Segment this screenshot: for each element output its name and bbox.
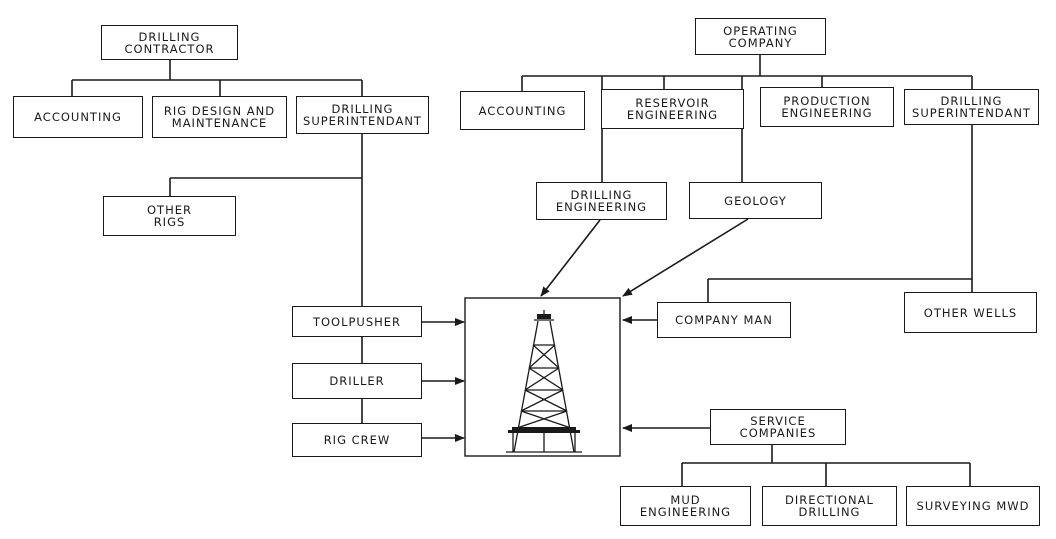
mud-engineering-box: MUD ENGINEERING [620,486,751,526]
service-companies-label: SERVICE COMPANIES [740,415,817,439]
contractor-superintendant-box: DRILLING SUPERINTENDANT [296,96,429,134]
service-connectors [682,445,970,486]
surveying-mwd-label: SURVEYING MWD [917,500,1030,512]
rig-design-box: RIG DESIGN AND MAINTENANCE [152,96,287,138]
service-companies-box: SERVICE COMPANIES [710,409,846,445]
other-rigs-box: OTHER RIGS [103,196,236,236]
drilling-engineering-box: DRILLING ENGINEERING [536,182,667,220]
company-man-label: COMPANY MAN [675,314,773,326]
other-rigs-label: OTHER RIGS [147,204,192,228]
rig-crew-label: RIG CREW [324,434,391,446]
operator-accounting-box: ACCOUNTING [460,91,585,130]
company-man-box: COMPANY MAN [657,302,791,338]
geology-label: GEOLOGY [724,195,787,207]
driller-box: DRILLER [292,363,422,399]
drilling-engineering-label: DRILLING ENGINEERING [556,189,647,213]
rig-crew-box: RIG CREW [292,423,422,457]
operating-company-label: OPERATING COMPANY [723,25,798,49]
directional-drilling-box: DIRECTIONAL DRILLING [762,486,897,526]
contractor-superintendant-label: DRILLING SUPERINTENDANT [303,103,422,127]
contractor-accounting-box: ACCOUNTING [13,96,143,138]
operator-accounting-label: ACCOUNTING [479,105,567,117]
geology-box: GEOLOGY [689,182,822,219]
contractor-accounting-label: ACCOUNTING [34,111,122,123]
directional-drilling-label: DIRECTIONAL DRILLING [785,494,874,518]
toolpusher-label: TOOLPUSHER [313,316,401,328]
rig-design-label: RIG DESIGN AND MAINTENANCE [164,105,275,129]
reservoir-engineering-label: RESERVOIR ENGINEERING [627,97,718,121]
production-engineering-label: PRODUCTION ENGINEERING [781,95,872,119]
operator-superintendant-label: DRILLING SUPERINTENDANT [912,95,1031,119]
mud-engineering-label: MUD ENGINEERING [640,494,731,518]
drilling-contractor-box: DRILLING CONTRACTOR [101,25,238,60]
drilling-contractor-label: DRILLING CONTRACTOR [125,31,215,55]
other-wells-box: OTHER WELLS [904,292,1037,333]
surveying-mwd-box: SURVEYING MWD [906,486,1040,526]
toolpusher-box: TOOLPUSHER [292,306,422,337]
other-wells-label: OTHER WELLS [924,307,1017,319]
driller-label: DRILLER [329,375,384,387]
operating-company-box: OPERATING COMPANY [695,18,826,55]
operator-superintendant-box: DRILLING SUPERINTENDANT [904,89,1039,125]
production-engineering-box: PRODUCTION ENGINEERING [760,87,894,127]
reservoir-engineering-box: RESERVOIR ENGINEERING [601,89,744,129]
